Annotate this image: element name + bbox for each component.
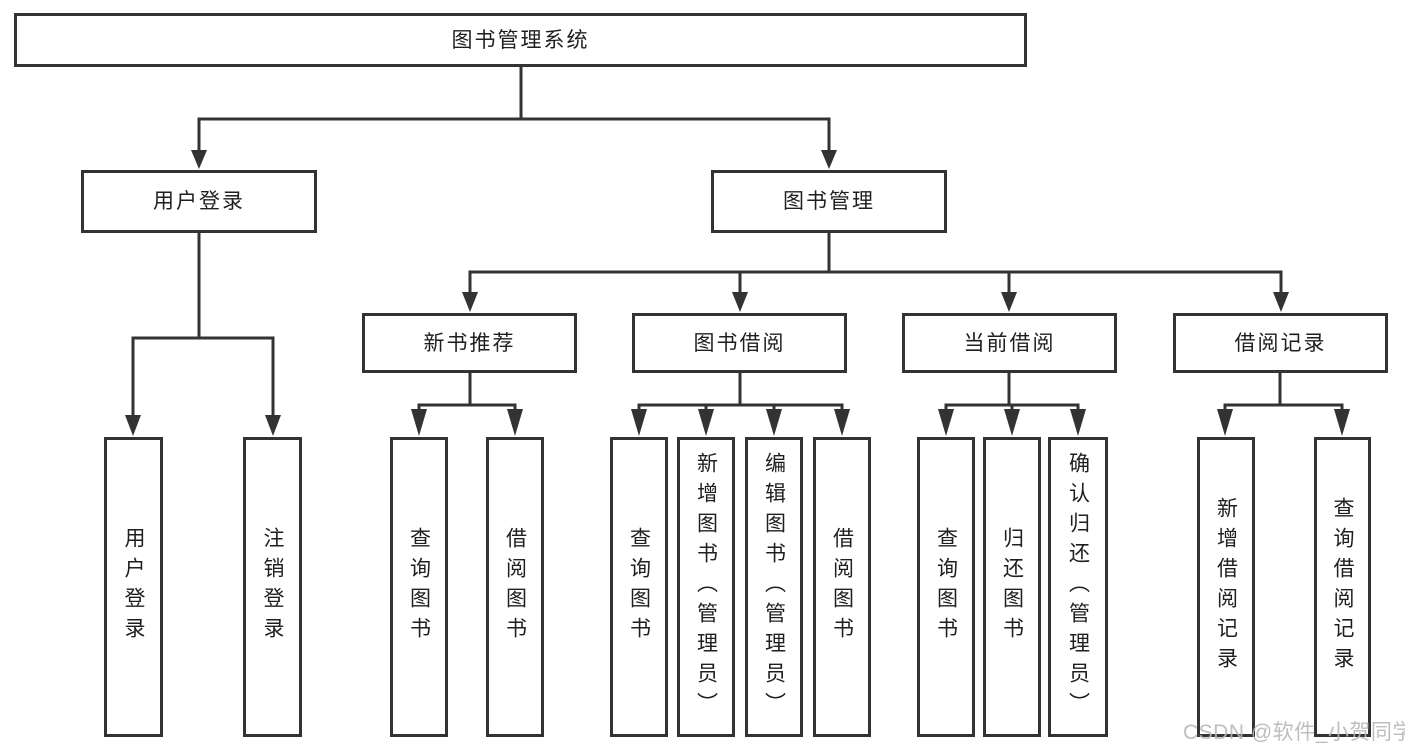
leaf-borrow-borrow-books-label: 借阅图书 (830, 527, 854, 647)
node-current-borrow: 当前借阅 (902, 313, 1117, 373)
node-new-book-recommend-label: 新书推荐 (423, 331, 516, 355)
node-user-login: 用户登录 (81, 170, 317, 233)
leaf-user-login: 用户登录 (104, 437, 163, 737)
leaf-current-confirm-return-admin-label: 确认归还（管理员） (1066, 452, 1090, 722)
node-user-login-label: 用户登录 (153, 190, 245, 213)
csdn-watermark: CSDN @软件_小贺同学 (1183, 721, 1405, 744)
leaf-records-add-record: 新增借阅记录 (1197, 437, 1255, 737)
node-book-management-label: 图书管理 (783, 190, 875, 213)
leaf-logout: 注销登录 (243, 437, 302, 737)
leaf-borrow-add-books-admin: 新增图书（管理员） (677, 437, 735, 737)
leaf-current-return-books-label: 归还图书 (1000, 527, 1024, 647)
leaf-recommend-query-books: 查询图书 (390, 437, 448, 737)
leaf-records-add-record-label: 新增借阅记录 (1214, 497, 1238, 677)
leaf-recommend-borrow-books: 借阅图书 (486, 437, 544, 737)
leaf-current-return-books: 归还图书 (983, 437, 1041, 737)
node-root-label: 图书管理系统 (451, 28, 590, 52)
node-borrow-records: 借阅记录 (1173, 313, 1388, 373)
leaf-recommend-borrow-books-label: 借阅图书 (503, 527, 527, 647)
node-borrow-records-label: 借阅记录 (1234, 331, 1327, 355)
node-current-borrow-label: 当前借阅 (963, 331, 1056, 355)
leaf-logout-label: 注销登录 (261, 527, 284, 647)
node-new-book-recommend: 新书推荐 (362, 313, 577, 373)
arrowheads (125, 150, 1350, 436)
leaf-records-query-record: 查询借阅记录 (1314, 437, 1371, 737)
leaf-records-query-record-label: 查询借阅记录 (1331, 497, 1354, 677)
leaf-borrow-add-books-admin-label: 新增图书（管理员） (694, 452, 718, 722)
leaf-borrow-borrow-books: 借阅图书 (813, 437, 871, 737)
leaf-current-query-books: 查询图书 (917, 437, 975, 737)
leaf-borrow-edit-books-admin: 编辑图书（管理员） (745, 437, 803, 737)
node-root: 图书管理系统 (14, 13, 1027, 67)
leaf-recommend-query-books-label: 查询图书 (407, 527, 431, 647)
node-book-borrow: 图书借阅 (632, 313, 847, 373)
leaf-borrow-edit-books-admin-label: 编辑图书（管理员） (762, 452, 786, 722)
leaf-borrow-query-books: 查询图书 (610, 437, 668, 737)
node-book-management: 图书管理 (711, 170, 947, 233)
leaf-current-confirm-return-admin: 确认归还（管理员） (1048, 437, 1108, 737)
node-book-borrow-label: 图书借阅 (693, 331, 786, 355)
leaf-user-login-label: 用户登录 (122, 527, 145, 647)
leaf-borrow-query-books-label: 查询图书 (627, 527, 651, 647)
leaf-current-query-books-label: 查询图书 (934, 527, 958, 647)
